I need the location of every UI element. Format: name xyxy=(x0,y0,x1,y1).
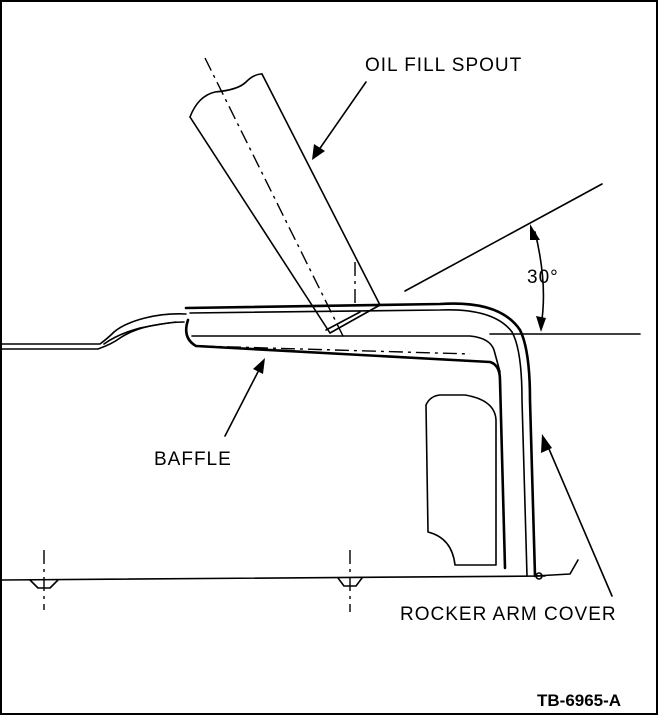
figure-frame xyxy=(0,0,658,715)
angle-label: 30° xyxy=(527,267,559,288)
angle-arrowhead-top xyxy=(530,224,540,240)
baffle-leader xyxy=(224,363,263,437)
oil-fill-spout xyxy=(189,57,381,341)
rocker-arm-cover-label: ROCKER ARM COVER xyxy=(400,604,617,625)
inner-cavity-outline xyxy=(425,394,497,566)
baffle-label: BAFFLE xyxy=(154,449,232,470)
rocker-arm-cover-arrowhead xyxy=(541,434,552,453)
angle-arrowhead-bottom xyxy=(536,316,546,332)
oil-fill-spout-arrowhead xyxy=(312,144,325,160)
cover-flange-lip xyxy=(534,559,579,577)
angle-reference-line xyxy=(404,183,603,292)
baffle-arrowhead xyxy=(253,358,265,374)
cylinder-head-base-line xyxy=(1,575,546,581)
rocker-arm-cover-leader xyxy=(545,441,613,597)
oil-fill-spout-leader xyxy=(315,81,367,155)
oil-fill-spout-label: OIL FILL SPOUT xyxy=(365,55,522,76)
figure-reference: TB-6965-A xyxy=(537,691,621,710)
bolt-mark-left xyxy=(29,550,59,610)
valve-cover-profile xyxy=(1,302,537,578)
bolt-mark-center xyxy=(337,550,363,612)
spout-centerline xyxy=(204,57,346,341)
